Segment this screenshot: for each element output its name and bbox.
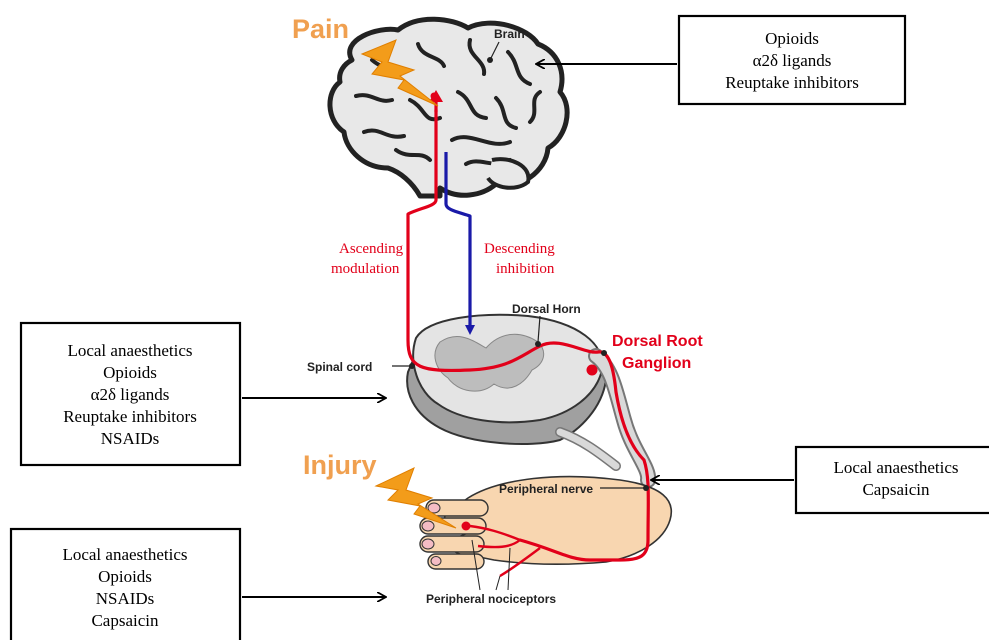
peripheral-nerve-pointer-dot bbox=[643, 485, 649, 491]
spinal-drug-item: NSAIDs bbox=[101, 429, 160, 448]
descending-label-line1: Descending bbox=[484, 241, 555, 257]
nociceptor-drug-item: NSAIDs bbox=[96, 589, 155, 608]
spinal-drug-item: Reuptake inhibitors bbox=[63, 407, 197, 426]
nociceptor-drug-item: Capsaicin bbox=[91, 611, 159, 630]
drg-pointer-dot bbox=[601, 350, 607, 356]
descending-label-line2: inhibition bbox=[496, 261, 555, 277]
nociceptor-drugs-box: Local anaesthetics Opioids NSAIDs Capsai… bbox=[11, 529, 240, 640]
nociceptor-pointer-line-2 bbox=[496, 576, 500, 590]
brain-drug-item: Reuptake inhibitors bbox=[725, 73, 859, 92]
injury-site-dot bbox=[462, 522, 471, 531]
nerve-drug-item: Local anaesthetics bbox=[833, 458, 958, 477]
spinal-drug-item: Local anaesthetics bbox=[67, 341, 192, 360]
spinal-drugs-box: Local anaesthetics Opioids α2δ ligands R… bbox=[21, 323, 240, 465]
dorsal-root-ganglion-dot bbox=[587, 365, 598, 376]
ascending-label-line2: modulation bbox=[331, 261, 400, 277]
dorsal-horn-pointer-dot bbox=[535, 341, 541, 347]
injury-label: Injury bbox=[303, 450, 377, 480]
brain-drug-item: Opioids bbox=[765, 29, 819, 48]
spinal-drug-item: Opioids bbox=[103, 363, 157, 382]
peripheral-nociceptors-label: Peripheral nociceptors bbox=[426, 592, 556, 606]
ascending-label-line1: Ascending bbox=[339, 241, 404, 257]
spinal-cord-label: Spinal cord bbox=[307, 360, 372, 374]
brain-illustration bbox=[330, 19, 567, 196]
drg-label-line1: Dorsal Root bbox=[612, 333, 703, 350]
nerve-drug-item: Capsaicin bbox=[862, 480, 930, 499]
brain-label: Brain bbox=[494, 27, 525, 41]
drg-label-line2: Ganglion bbox=[622, 355, 691, 372]
spinal-drug-item: α2δ ligands bbox=[91, 385, 170, 404]
spinal-cord-pointer-dot bbox=[409, 363, 415, 369]
pain-label: Pain bbox=[292, 14, 349, 44]
nociceptor-drug-item: Opioids bbox=[98, 567, 152, 586]
brain-drug-item: α2δ ligands bbox=[753, 51, 832, 70]
brain-drugs-box: Opioids α2δ ligands Reuptake inhibitors bbox=[679, 16, 905, 104]
dorsal-horn-label: Dorsal Horn bbox=[512, 302, 581, 316]
nerve-drugs-box: Local anaesthetics Capsaicin bbox=[796, 447, 989, 513]
nociceptor-drug-item: Local anaesthetics bbox=[62, 545, 187, 564]
peripheral-nerve-label: Peripheral nerve bbox=[499, 482, 593, 496]
